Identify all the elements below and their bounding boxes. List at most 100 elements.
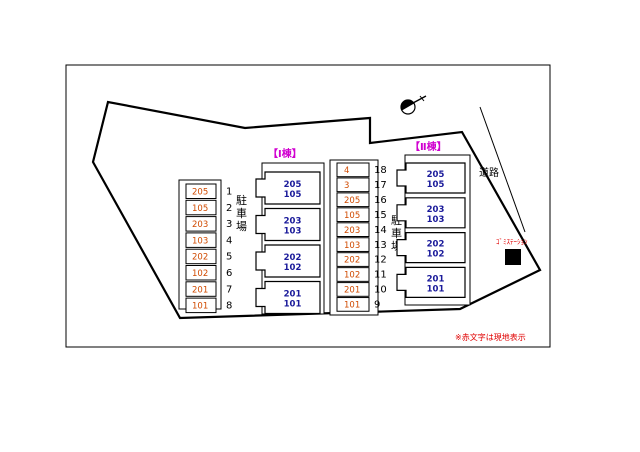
- unit-number-lower: 103: [427, 215, 445, 225]
- unit-number-lower: 101: [284, 300, 302, 310]
- lot-number: 4: [226, 235, 232, 246]
- stall-label: 101: [192, 302, 208, 312]
- stall-label: 202: [344, 256, 360, 266]
- stall-label: 201: [192, 285, 208, 295]
- parking-stall: [185, 281, 217, 297]
- stall-label: 203: [344, 226, 360, 236]
- building1-label: 【Ⅰ棟】: [268, 147, 302, 160]
- unit-number-lower: 102: [427, 250, 445, 260]
- unit-number-upper: 203: [427, 205, 445, 215]
- building2-label: 【Ⅱ棟】: [410, 140, 447, 153]
- unit-outline: [255, 171, 321, 205]
- road-line: [479, 106, 526, 233]
- unit-number-upper: 202: [427, 240, 445, 250]
- unit-outline: [396, 197, 466, 229]
- parking-stall: [185, 183, 217, 199]
- parking-stall: [336, 222, 370, 238]
- parking-stall: [185, 248, 217, 265]
- parking-stall: [336, 282, 370, 297]
- stall-label: 103: [192, 236, 208, 246]
- parking-stall: [336, 237, 370, 252]
- stall-label: 205: [344, 196, 360, 206]
- parking-stall: [336, 297, 370, 312]
- parking-stall: [336, 252, 370, 267]
- parking-stall: [185, 232, 217, 248]
- unit-outline: [396, 266, 466, 298]
- lot-number: 14: [374, 225, 387, 236]
- unit-outline: [255, 244, 321, 278]
- parking-stall: [185, 199, 217, 216]
- lot-number: 1: [226, 187, 232, 198]
- lot-number: 18: [374, 165, 387, 176]
- unit-number-lower: 101: [427, 284, 445, 294]
- parking-stall: [336, 267, 370, 282]
- lot-number: 10: [374, 285, 387, 296]
- parking-stall: [336, 192, 370, 208]
- stall-label: 203: [192, 220, 208, 230]
- lot-number: 2: [226, 203, 232, 214]
- stall-label: 103: [344, 241, 360, 251]
- unit-number-upper: 201: [284, 290, 302, 300]
- stall-label: 102: [344, 271, 360, 281]
- stall-label: 201: [344, 286, 360, 296]
- parking-label-char: 車: [236, 206, 247, 220]
- garbage-station-marker: [505, 249, 521, 265]
- unit-number-upper: 203: [284, 217, 302, 227]
- parking-stall: [185, 297, 217, 314]
- lot-number: 13: [374, 240, 387, 251]
- parking-stall: [185, 216, 217, 232]
- parking-label-char: 駐: [236, 193, 247, 207]
- stall-label: 105: [192, 204, 208, 214]
- stalls-right: 4 3 205 105 203 103 202 102 201 101: [336, 162, 370, 312]
- lot-number: 15: [374, 210, 387, 221]
- stall-label: 4: [344, 166, 349, 176]
- unit-number-upper: 205: [284, 180, 302, 190]
- lot-number: 5: [226, 252, 232, 263]
- unit-outline: [255, 280, 321, 315]
- lot-number: 8: [226, 301, 232, 312]
- stall-label: 101: [344, 301, 360, 311]
- lot-number: 16: [374, 195, 387, 206]
- stall-label: 105: [344, 211, 360, 221]
- garbage-station-label: ｺﾞﾐｽﾃｰｼｮﾝ: [496, 238, 528, 246]
- lot-number: 7: [226, 284, 232, 295]
- parking-label-left: 駐 車 場: [236, 193, 247, 233]
- unit-number-upper: 205: [427, 170, 445, 180]
- lot-number: 17: [374, 180, 387, 191]
- stall-label: 202: [192, 253, 208, 263]
- lot-number: 6: [226, 268, 232, 279]
- lot-number: 9: [374, 300, 380, 311]
- lot-number: 12: [374, 255, 387, 266]
- unit-number-upper: 201: [427, 274, 445, 284]
- parking-label-char: 車: [391, 226, 402, 240]
- road-label: 道路: [479, 166, 499, 179]
- unit-number-lower: 102: [284, 263, 302, 273]
- unit-number-lower: 105: [427, 180, 445, 190]
- stall-label: 3: [344, 181, 349, 191]
- unit-outline: [396, 162, 466, 194]
- unit-outline: [396, 232, 466, 264]
- unit-number-lower: 105: [284, 190, 302, 200]
- unit-outline: [255, 207, 321, 242]
- parking-lot-right: 4 3 205 105 203 103 202 102 201 101 18 17 16 15 14 13 1…: [329, 159, 387, 316]
- stall-label: 205: [192, 188, 208, 198]
- parking-stall: [185, 265, 217, 281]
- north-compass-icon: [400, 95, 427, 115]
